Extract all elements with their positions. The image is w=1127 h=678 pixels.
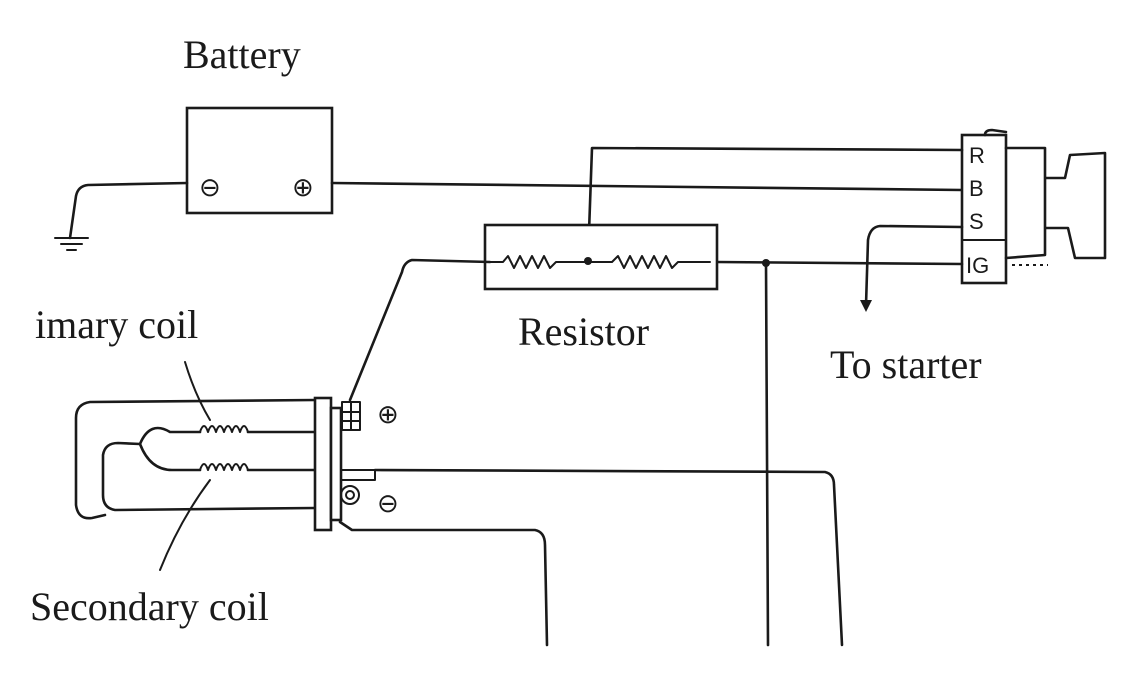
switch-terminal-b: B (969, 176, 984, 201)
primary-coil-leader (184, 361, 211, 421)
switch-terminal-r: R (969, 143, 985, 168)
primary-coil-label: imary coil (35, 302, 198, 347)
battery-label: Battery (183, 32, 301, 77)
switch-s-to-starter-wire (864, 224, 964, 307)
coil-negative-down-wire (338, 520, 549, 647)
ignition-switch: R B S IG (960, 133, 1008, 285)
secondary-coil-label: Secondary coil (30, 584, 269, 629)
ground-icon (54, 237, 89, 251)
resistor (483, 223, 719, 291)
secondary-winding-icon (199, 463, 249, 471)
switch-r-to-resistor-wire (586, 146, 964, 262)
ignition-key-outline (1004, 146, 1107, 260)
ground-wire (68, 181, 189, 240)
battery-to-switch-b-wire (330, 181, 964, 192)
switch-ig-to-resistor-wire (715, 260, 964, 266)
to-starter-label: To starter (830, 342, 982, 387)
primary-winding-icon (199, 425, 249, 433)
secondary-coil-leader (159, 479, 211, 571)
vertical-feed-wire (764, 261, 770, 647)
coil-negative-terminal: ⊖ (377, 489, 399, 519)
battery-negative-terminal: ⊖ (199, 173, 221, 203)
coil-to-right-wire (373, 468, 844, 647)
resistor-to-coil-positive-wire (348, 258, 492, 402)
ignition-coil: ⊕ ⊖ (74, 396, 399, 532)
resistor-label: Resistor (518, 309, 649, 354)
switch-terminal-ig: IG (966, 253, 989, 278)
battery: ⊖ ⊕ (185, 106, 334, 215)
coil-positive-terminal: ⊕ (377, 400, 399, 430)
battery-positive-terminal: ⊕ (292, 173, 314, 203)
switch-terminal-s: S (969, 209, 984, 234)
